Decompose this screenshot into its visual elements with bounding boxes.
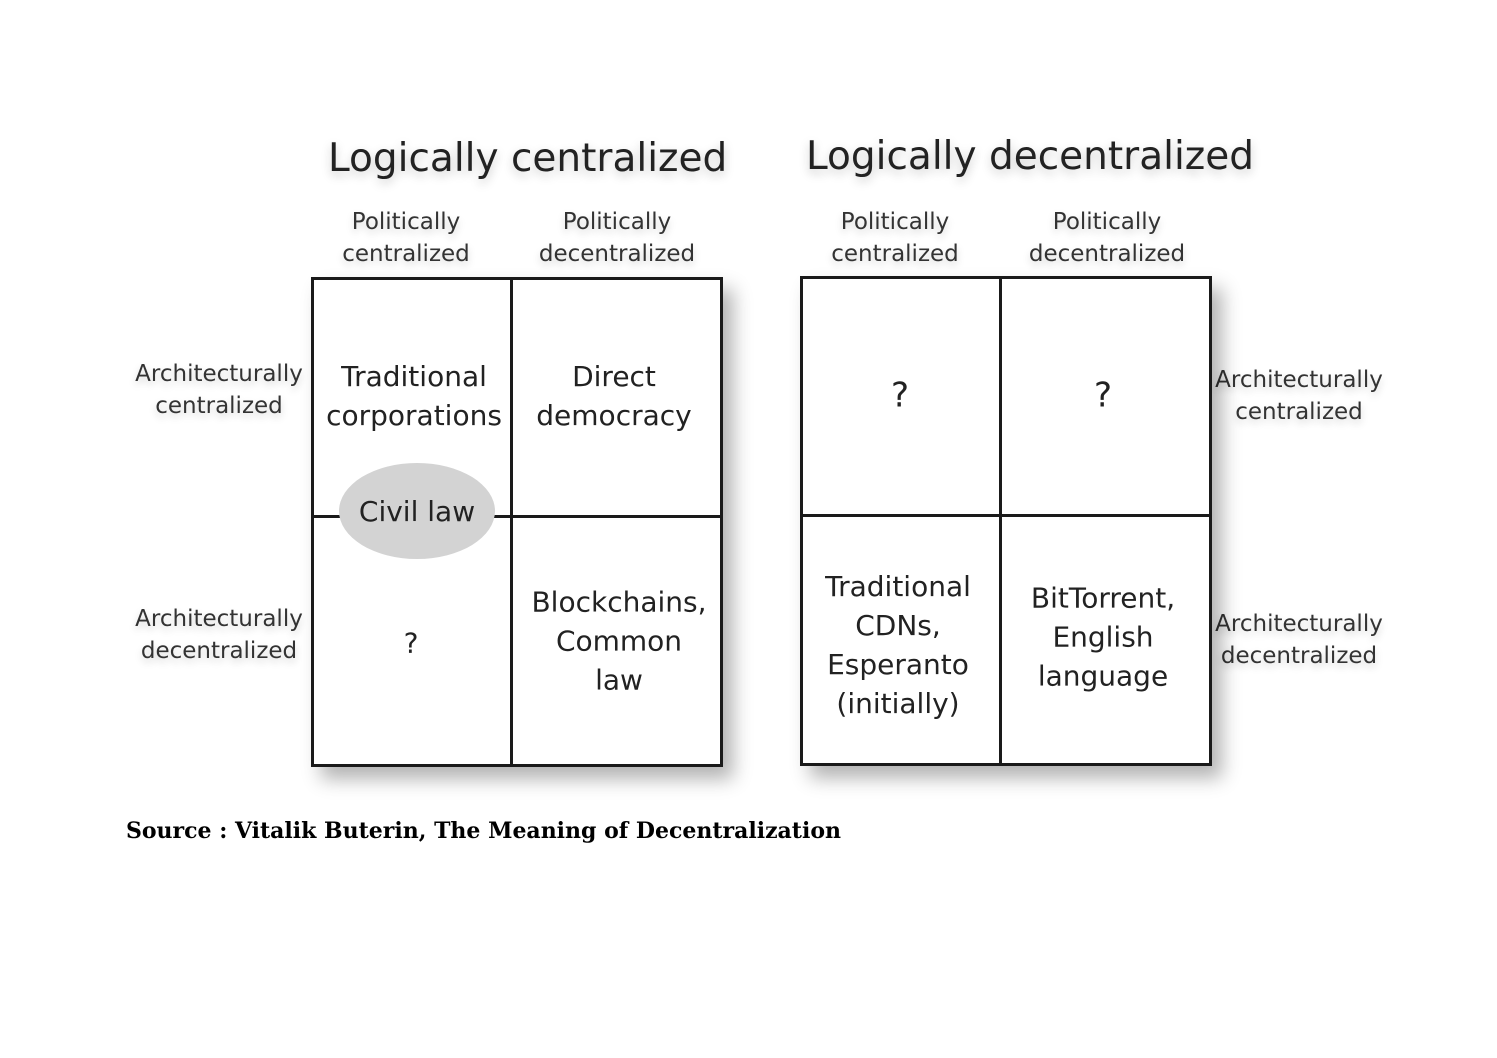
right-row-label-arch-decentralized: Architecturally decentralized	[1215, 611, 1383, 669]
left-col-label-political-centralized: Politically centralized	[342, 209, 470, 267]
right-row-label-arch-centralized: Architecturally centralized	[1215, 367, 1383, 425]
left-cell-top-left: Traditional corporations	[326, 360, 502, 432]
right-matrix-horizontal-divider	[802, 514, 1210, 517]
left-row-label-arch-decentralized: Architecturally decentralized	[135, 606, 303, 664]
right-matrix-grid	[800, 276, 1212, 766]
left-row-label-arch-centralized: Architecturally centralized	[135, 361, 303, 419]
left-col-label-political-decentralized: Politically decentralized	[538, 209, 696, 267]
left-cell-top-right: Direct democracy	[536, 360, 692, 432]
left-matrix-vertical-divider	[510, 279, 513, 765]
left-matrix-horizontal-divider	[313, 515, 721, 518]
right-cell-top-right: ?	[1093, 375, 1113, 416]
right-col-label-political-centralized: Politically centralized	[831, 209, 959, 267]
right-matrix-vertical-divider	[999, 278, 1002, 764]
left-cell-bottom-right: Blockchains, Common law	[531, 585, 707, 697]
left-panel-title: Logically centralized	[328, 136, 728, 181]
left-cell-bottom-left: ?	[403, 626, 419, 660]
right-col-label-political-decentralized: Politically decentralized	[1028, 209, 1186, 267]
civil-law-label: Civil law	[358, 494, 476, 528]
right-cell-bottom-right: BitTorrent, English language	[1030, 581, 1176, 693]
right-panel-title: Logically decentralized	[806, 134, 1255, 179]
source-citation: Source : Vitalik Buterin, The Meaning of…	[126, 818, 841, 844]
civil-law-ellipse: Civil law	[339, 463, 495, 559]
right-cell-bottom-left: Traditional CDNs, Esperanto (initially)	[825, 570, 971, 720]
right-cell-top-left: ?	[890, 375, 910, 416]
